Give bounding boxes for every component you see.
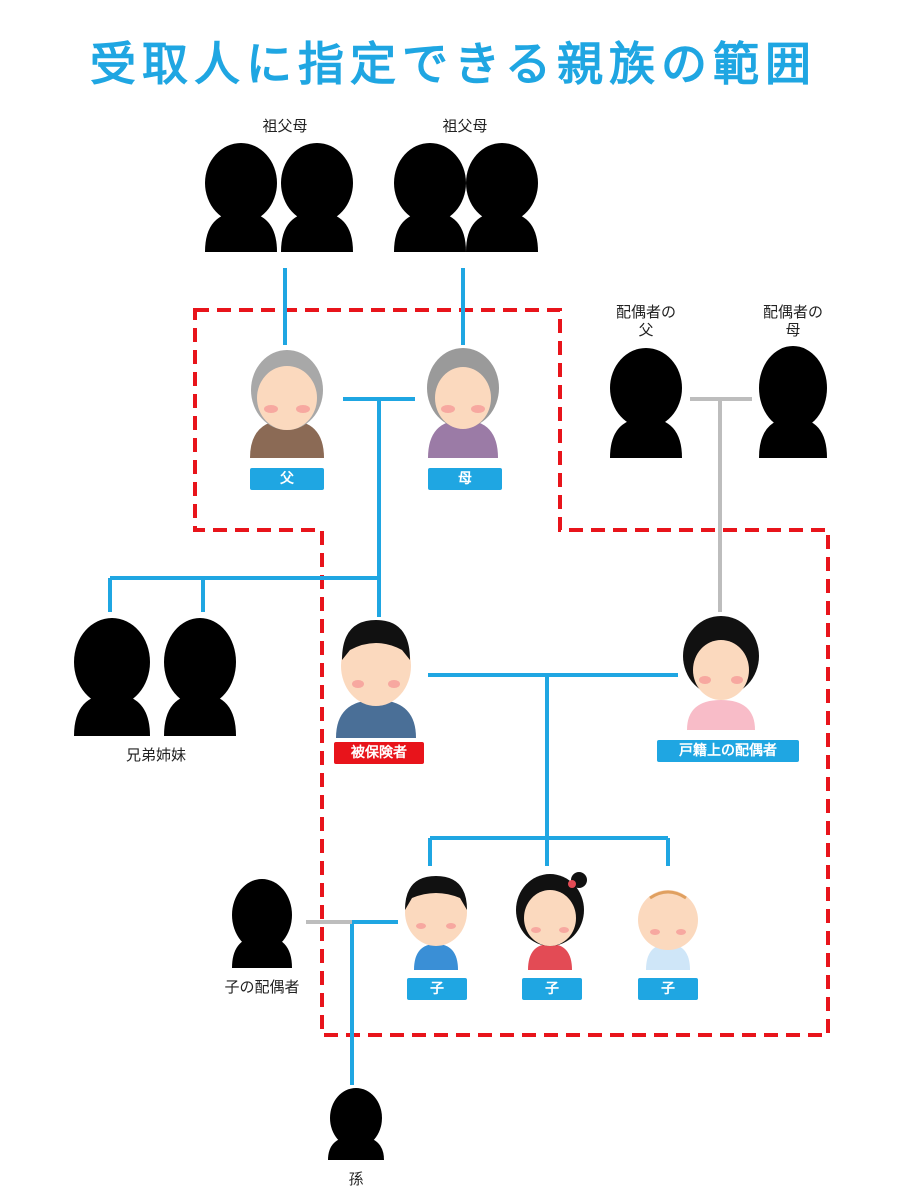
child-baby-illustration <box>638 890 698 970</box>
spouse-illustration <box>683 616 759 730</box>
eligible-range-boundary <box>193 308 830 1037</box>
child-boy-illustration <box>405 876 467 970</box>
spouse-father-silhouette <box>610 348 682 458</box>
spouse-mother-label-line2: 母 <box>785 321 801 339</box>
mother-illustration <box>427 348 499 458</box>
child-spouse-silhouette <box>232 879 292 968</box>
grandmother-right-silhouette <box>466 143 538 252</box>
mother-tag: 母 <box>428 468 502 490</box>
grandchild-label: 孫 <box>348 1170 364 1188</box>
spouse-father-label: 配偶者の 父 <box>596 303 696 339</box>
siblings-label: 兄弟姉妹 <box>125 746 186 764</box>
grandparents-right-label: 祖父母 <box>442 117 488 135</box>
grandchild-silhouette <box>328 1088 384 1160</box>
spouse-father-label-line2: 父 <box>638 321 654 339</box>
child-spouse-label: 子の配偶者 <box>224 978 300 996</box>
father-tag: 父 <box>250 468 324 490</box>
grandmother-left-silhouette <box>281 143 353 252</box>
gray-connector-lines <box>306 397 752 924</box>
child-tag-3: 子 <box>638 978 698 1000</box>
father-illustration <box>250 350 324 458</box>
grandfather-right-silhouette <box>394 143 466 252</box>
grandfather-left-silhouette <box>205 143 277 252</box>
registered-spouse-tag: 戸籍上の配偶者 <box>657 740 799 762</box>
child-girl-illustration <box>516 872 587 970</box>
spouse-father-label-line1: 配偶者の <box>615 303 676 321</box>
child-tag-2: 子 <box>522 978 582 1000</box>
sibling-brother-silhouette <box>74 618 150 736</box>
spouse-mother-label-line1: 配偶者の <box>762 303 823 321</box>
sibling-sister-silhouette <box>164 618 236 736</box>
grandparents-left-label: 祖父母 <box>262 117 308 135</box>
insured-illustration <box>336 620 416 738</box>
spouse-mother-silhouette <box>759 346 827 458</box>
child-tag-1: 子 <box>407 978 467 1000</box>
blue-connector-lines <box>108 268 678 1085</box>
spouse-mother-label: 配偶者の 母 <box>743 303 843 339</box>
insured-tag: 被保険者 <box>334 742 424 764</box>
page-title: 受取人に指定できる親族の範囲 <box>89 37 818 91</box>
